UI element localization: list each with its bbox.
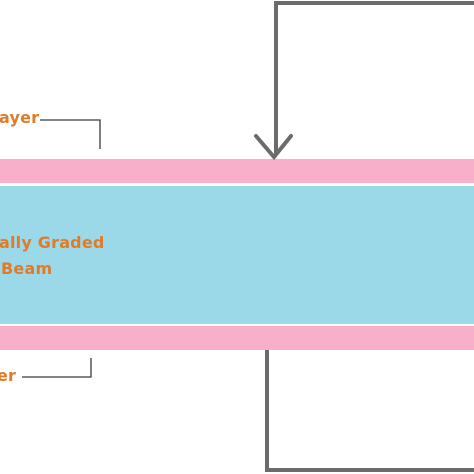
bottom-leader-line bbox=[22, 358, 92, 378]
bottom-layer-label: er bbox=[0, 366, 17, 385]
top-layer-label: ayer bbox=[0, 108, 40, 127]
top-face-layer bbox=[0, 159, 474, 183]
top-load-frame bbox=[274, 1, 474, 155]
core-label-line2: Beam bbox=[1, 259, 53, 278]
top-leader-line bbox=[40, 119, 101, 149]
arrow-down-icon bbox=[254, 134, 293, 161]
bottom-face-layer bbox=[0, 326, 474, 350]
core-label-line1: ally Graded bbox=[0, 233, 105, 252]
fg-core-layer bbox=[0, 186, 474, 324]
bottom-load-frame bbox=[265, 350, 474, 472]
